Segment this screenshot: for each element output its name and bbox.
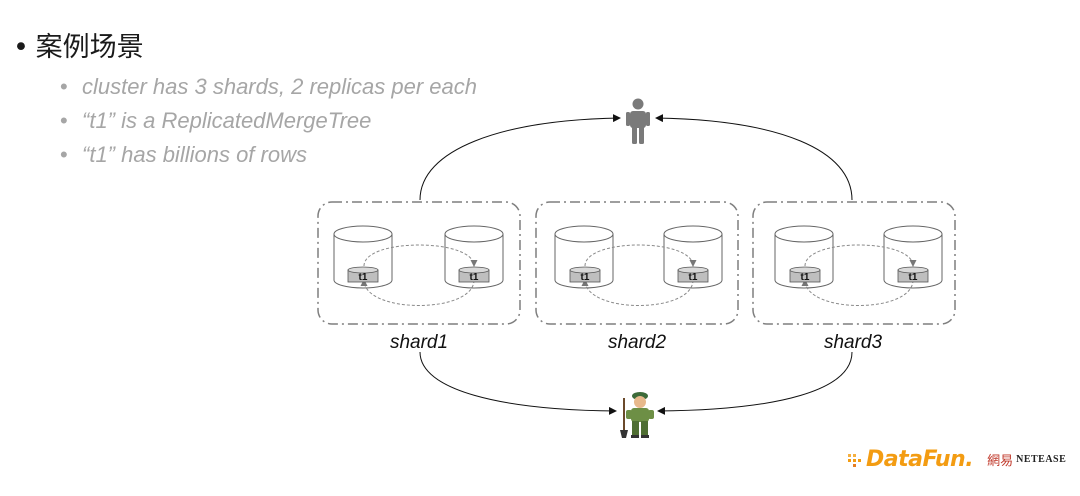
footer-logos: DataFun. 網易 NETEASE — [846, 447, 1066, 472]
replication-arrow — [581, 279, 694, 306]
table-t1-label: t1 — [689, 272, 698, 283]
bullet-item: •cluster has 3 shards, 2 replicas per ea… — [60, 74, 477, 99]
bullet-item: •“t1” is a ReplicatedMergeTree — [60, 108, 372, 133]
shard-label: shard2 — [608, 332, 667, 353]
netease-logo-en: NETEASE — [1016, 454, 1067, 465]
shard-label: shard3 — [824, 332, 883, 353]
bullet-text: cluster has 3 shards, 2 replicas per eac… — [82, 74, 477, 99]
replication-arrow — [363, 244, 478, 267]
user-icon — [626, 98, 650, 144]
shard3-to-admin-arrow — [657, 351, 853, 415]
table-t1-disk: t1 — [569, 266, 601, 283]
table-t1-disk: t1 — [677, 266, 709, 283]
admin-worker-icon — [620, 392, 654, 438]
slide-title: • 案例场景 — [13, 32, 144, 63]
bullet-text: “t1” has billions of rows — [82, 142, 307, 167]
table-t1-label: t1 — [581, 272, 590, 283]
netease-logo-cn: 網易 — [987, 454, 1014, 469]
shard-group-3: t1 t1 shard3 — [752, 201, 956, 353]
table-t1-label: t1 — [909, 272, 918, 283]
shard-group-1: t1 t1 shard1 — [317, 201, 521, 353]
replication-arrow — [801, 279, 914, 306]
bullet-list: •cluster has 3 shards, 2 replicas per ea… — [60, 70, 477, 172]
bullet-text: “t1” is a ReplicatedMergeTree — [82, 108, 372, 133]
shard1-to-user-arrow — [419, 114, 621, 201]
shard-group-2: t1 t1 shard2 — [535, 201, 739, 353]
table-t1-disk: t1 — [347, 266, 379, 283]
shard1-to-admin-arrow — [419, 351, 617, 415]
table-t1-disk: t1 — [458, 266, 490, 283]
table-t1-label: t1 — [801, 272, 810, 283]
replication-arrow — [360, 279, 475, 306]
replication-arrow — [584, 244, 697, 267]
slide-title-text: 案例场景 — [35, 32, 144, 63]
shard-label: shard1 — [390, 332, 448, 353]
shard3-to-user-arrow — [655, 114, 853, 201]
table-t1-disk: t1 — [897, 266, 929, 283]
table-t1-label: t1 — [470, 272, 479, 283]
replication-arrow — [804, 244, 917, 267]
datafun-dots-icon — [846, 451, 864, 469]
datafun-logo: DataFun. — [866, 447, 974, 472]
table-t1-disk: t1 — [789, 266, 821, 283]
bullet-item: •“t1” has billions of rows — [60, 142, 307, 167]
table-t1-label: t1 — [359, 272, 368, 283]
